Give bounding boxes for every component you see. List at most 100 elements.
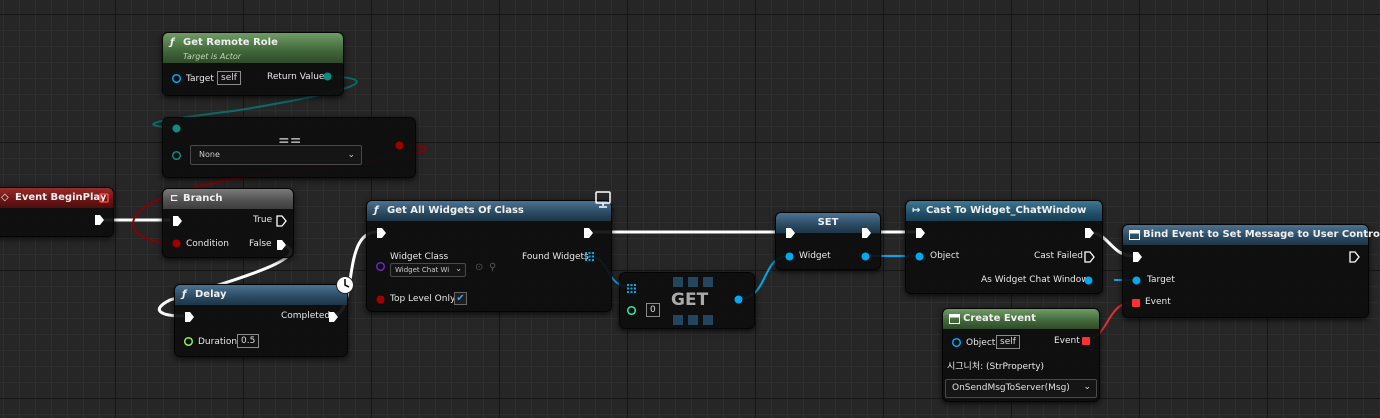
event-pin[interactable]	[1131, 298, 1141, 308]
array-input-pin[interactable]	[626, 283, 637, 294]
found-widgets-array-pin[interactable]	[584, 251, 595, 262]
exec-output-pin[interactable]	[582, 227, 594, 239]
node-header: Create Event	[943, 309, 1099, 329]
widget-output-pin[interactable]	[860, 251, 871, 262]
duration-label: Duration	[198, 337, 238, 347]
exec-input-pin[interactable]	[183, 311, 195, 323]
checkbox-icon[interactable]: ✔	[454, 292, 467, 305]
exec-input-pin[interactable]	[784, 227, 796, 239]
exec-input-pin[interactable]	[914, 227, 926, 239]
as-widget-chat-window-label: As Widget Chat Window	[981, 275, 1089, 285]
branch-icon: ⊏	[170, 193, 179, 204]
node-header: ↦ Cast To Widget_ChatWindow	[906, 201, 1102, 221]
cast-arrow-icon: ↦	[912, 205, 921, 216]
get-remote-role-node[interactable]: ƒ Get Remote Role Target is Actor Target…	[162, 32, 344, 96]
branch-node[interactable]: ⊏ Branch True Condition False	[162, 188, 294, 258]
bind-event-node[interactable]: Bind Event to Set Message to User Contro…	[1122, 224, 1380, 318]
exec-input-pin[interactable]	[375, 227, 387, 239]
clock-icon	[336, 276, 354, 294]
duration-value-field[interactable]: 0.5	[237, 334, 260, 348]
exec-output-pin[interactable]	[1348, 251, 1360, 263]
dropdown-chevron-icon: ⌄	[455, 264, 462, 273]
exec-output-pin[interactable]	[1083, 227, 1095, 239]
false-label: False	[249, 239, 272, 249]
exec-output-pin[interactable]	[860, 227, 872, 239]
equal-node[interactable]: == None ⌄	[162, 117, 416, 178]
network-monitor-icon	[595, 191, 611, 208]
condition-pin[interactable]	[171, 238, 182, 249]
node-header: SET	[776, 213, 880, 233]
exec-input-pin[interactable]	[1131, 251, 1143, 263]
cast-to-widget-node[interactable]: ↦ Cast To Widget_ChatWindow Object Cast …	[905, 200, 1103, 294]
create-event-icon	[949, 314, 960, 324]
return-value-pin[interactable]	[322, 71, 333, 82]
target-label: Target	[186, 74, 214, 84]
set-variable-node[interactable]: SET Widget	[775, 212, 881, 270]
create-event-node[interactable]: Create Event Object self Event 시그니처: (St…	[942, 308, 1100, 402]
top-level-only-label: Top Level Only	[390, 294, 456, 304]
get-title: GET	[671, 290, 709, 310]
array-grid-icon	[673, 277, 713, 325]
cast-failed-label: Cast Failed	[1034, 251, 1083, 261]
node-subtitle: Target is Actor	[183, 52, 242, 61]
node-header: ƒ Get Remote Role Target is Actor	[163, 33, 343, 63]
target-pin[interactable]	[1131, 275, 1142, 286]
target-pin[interactable]	[171, 73, 182, 84]
enum-dropdown[interactable]: None ⌄	[190, 145, 362, 165]
browse-icon[interactable]: ⊙	[475, 262, 484, 273]
node-header: ƒ Delay	[175, 285, 347, 305]
function-icon: ƒ	[170, 37, 175, 48]
object-pin[interactable]	[951, 337, 962, 348]
widget-label: Widget	[799, 251, 831, 261]
bind-event-icon	[1129, 230, 1140, 240]
object-input-pin[interactable]	[914, 251, 925, 262]
widget-class-dropdown[interactable]: Widget Chat Wi ⌄	[390, 263, 466, 277]
true-label: True	[253, 215, 273, 225]
dropdown-chevron-icon: ⌄	[347, 150, 355, 160]
found-widgets-label: Found Widgets	[522, 252, 589, 262]
get-all-widgets-node[interactable]: ƒ Get All Widgets Of Class Widget Class …	[366, 191, 612, 312]
completed-exec-pin[interactable]	[327, 311, 339, 323]
index-value-field[interactable]: 0	[646, 303, 660, 317]
function-dropdown[interactable]: OnSendMsgToServer(Msg) ⌄	[945, 379, 1097, 398]
event-diamond-icon: ◇	[1, 192, 9, 203]
target-value-field[interactable]: self	[217, 71, 241, 85]
delay-node[interactable]: ƒ Delay Completed Duration 0.5	[174, 276, 354, 357]
equal-operator: ==	[278, 133, 302, 149]
signature-label: 시그니처: (StrProperty)	[947, 362, 1045, 372]
return-value-label: Return Value	[267, 72, 325, 82]
event-delegate-pin[interactable]	[99, 193, 109, 203]
node-header: ƒ Get All Widgets Of Class	[367, 201, 611, 221]
node-header: Bind Event to Set Message to User Contro…	[1123, 225, 1380, 245]
index-pin[interactable]	[626, 305, 637, 316]
node-header: ◇ Event BeginPlay	[0, 188, 113, 208]
true-exec-pin[interactable]	[275, 215, 287, 227]
enum-input-pin-a[interactable]	[171, 123, 182, 134]
widget-class-pin[interactable]	[375, 261, 386, 272]
function-icon: ƒ	[374, 205, 379, 216]
event-label: Event	[1054, 336, 1080, 346]
top-level-only-pin[interactable]	[375, 294, 386, 305]
condition-label: Condition	[186, 239, 229, 249]
exec-output-pin[interactable]	[93, 214, 105, 226]
exec-input-pin[interactable]	[171, 215, 183, 227]
enum-input-pin-b[interactable]	[171, 150, 182, 161]
object-value-field[interactable]: self	[996, 335, 1020, 349]
false-exec-pin[interactable]	[275, 239, 287, 251]
node-header: ⊏ Branch	[163, 189, 293, 209]
array-get-node[interactable]: GET 0	[619, 272, 755, 329]
duration-pin[interactable]	[183, 336, 194, 347]
widget-input-pin[interactable]	[784, 251, 795, 262]
dropdown-chevron-icon: ⌄	[1083, 382, 1091, 392]
as-widget-chat-window-pin[interactable]	[1083, 275, 1094, 286]
object-label: Object	[966, 338, 996, 348]
object-label: Object	[930, 251, 960, 261]
completed-label: Completed	[281, 311, 331, 321]
event-begin-play-node[interactable]: ◇ Event BeginPlay	[0, 187, 114, 237]
bool-output-pin[interactable]	[394, 140, 405, 151]
search-icon[interactable]: ⚲	[489, 262, 497, 273]
widget-class-label: Widget Class	[390, 252, 449, 262]
event-output-pin[interactable]	[1081, 336, 1091, 346]
cast-failed-exec-pin[interactable]	[1083, 251, 1095, 263]
item-output-pin[interactable]	[733, 294, 744, 305]
